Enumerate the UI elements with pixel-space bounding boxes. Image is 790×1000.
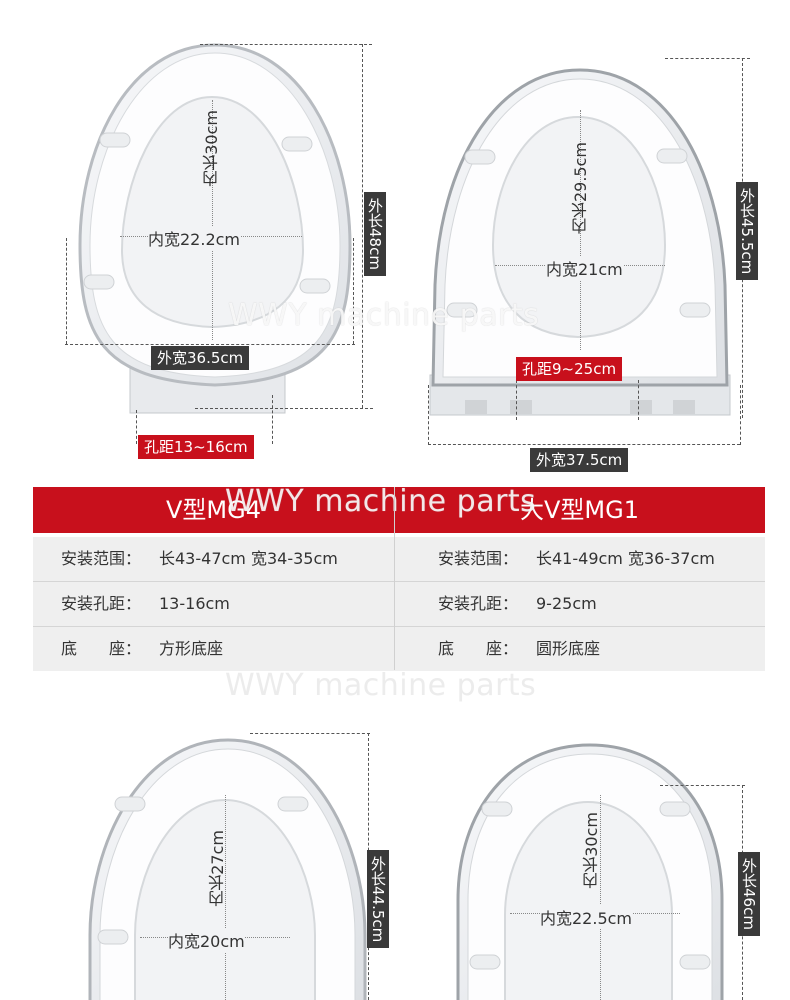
spec-left-label: 底 座： [61, 639, 142, 658]
bottom-left-outer-length-label: 外长44.5cm [367, 850, 389, 949]
spec-right-label: 安装孔距： [438, 594, 519, 613]
watermark-table: WWY machine parts [225, 484, 537, 519]
bottom-right-outer-length-label: 外长46cm [738, 852, 760, 936]
spec-row-base: 底 座： 方形底座 底 座： 圆形底座 [33, 627, 765, 671]
spec-right-label: 安装范围： [438, 549, 519, 568]
spec-table-header: V型MG4 大V型MG1 [33, 487, 765, 533]
top-right-inner-width-label: 内宽21cm [546, 256, 623, 280]
bottom-right-inner-length-label: 内长30cm [582, 812, 601, 889]
top-right-outer-width-label: 外宽37.5cm [530, 448, 629, 472]
spec-title-big-v-mg1: 大V型MG1 [520, 496, 639, 524]
spec-left-value: 方形底座 [159, 639, 224, 658]
bottom-right-inner-width-label: 内宽22.5cm [540, 905, 633, 929]
top-left-hole-distance-label: 孔距13~16cm [138, 435, 254, 459]
top-left-inner-length-label: 内长30cm [202, 110, 221, 187]
spec-left-value: 长43-47cm 宽34-35cm [159, 549, 338, 568]
spec-left-label: 安装孔距： [61, 594, 142, 613]
spec-table-divider [394, 487, 395, 670]
top-left-outer-width-label: 外宽36.5cm [151, 346, 250, 370]
seat-bottom-right-image [456, 743, 724, 1000]
bottom-left-inner-width-label: 内宽20cm [168, 928, 245, 952]
spec-left-value: 13-16cm [159, 594, 230, 613]
top-left-inner-width-label: 内宽22.2cm [148, 226, 241, 250]
top-left-outer-length-label: 外长48cm [364, 192, 386, 276]
spec-right-label: 底 座： [438, 639, 519, 658]
top-right-outer-length-label: 外长45.5cm [736, 182, 758, 281]
bottom-left-inner-length-label: 内长27cm [208, 830, 227, 907]
watermark-top: WWY machine parts [228, 298, 540, 333]
spec-right-value: 圆形底座 [536, 639, 601, 658]
spec-row-hole-distance: 安装孔距： 13-16cm 安装孔距： 9-25cm [33, 582, 765, 626]
spec-right-value: 9-25cm [536, 594, 597, 613]
spec-title-v-mg4: V型MG4 [166, 496, 261, 524]
top-right-hole-distance-label: 孔距9~25cm [516, 357, 623, 381]
top-right-inner-length-label: 内长29.5cm [571, 142, 590, 235]
watermark-middle: WWY machine parts [225, 668, 537, 703]
spec-left-label: 安装范围： [61, 549, 142, 568]
spec-right-value: 长41-49cm 宽36-37cm [536, 549, 715, 568]
spec-row-install-range: 安装范围： 长43-47cm 宽34-35cm 安装范围： 长41-49cm 宽… [33, 537, 765, 581]
